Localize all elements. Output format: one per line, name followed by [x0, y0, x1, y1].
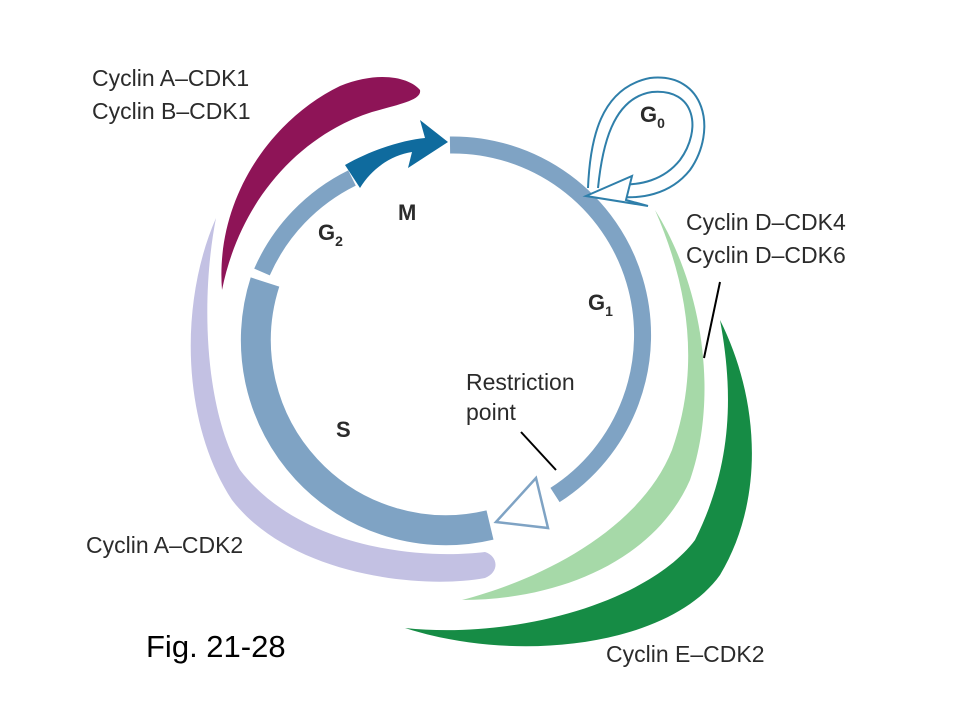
phase-g1-label: G1 [588, 290, 613, 319]
label-cyclin-d-cdk6: Cyclin D–CDK6 [686, 242, 846, 268]
cyclin-d-band [462, 210, 705, 600]
label-cyclin-b-cdk1: Cyclin B–CDK1 [92, 98, 251, 124]
phase-g0-label: G0 [640, 102, 665, 131]
g0-loop [582, 76, 706, 207]
g1-segment [449, 136, 652, 503]
label-cyclin-e-cdk2: Cyclin E–CDK2 [606, 641, 765, 667]
s-segment [240, 277, 494, 546]
label-cyclin-a-cdk2: Cyclin A–CDK2 [86, 532, 243, 558]
cell-cycle-ring [240, 136, 652, 546]
label-point: point [466, 399, 516, 425]
phase-g2-label: G2 [318, 220, 343, 249]
label-cyclin-d-cdk4: Cyclin D–CDK4 [686, 209, 846, 235]
label-cyclin-a-cdk1: Cyclin A–CDK1 [92, 65, 249, 91]
phase-s-label: S [336, 417, 351, 442]
g1-arrowhead [493, 475, 550, 530]
figure-caption: Fig. 21-28 [146, 629, 286, 664]
m-phase-arrow [345, 120, 448, 188]
restriction-point-pointer [520, 431, 557, 471]
cyclin-b-cdk1-band [221, 77, 421, 290]
phase-m-label: M [398, 200, 416, 225]
g0-loop-outline [587, 76, 706, 199]
g2-segment [254, 170, 356, 276]
g0-arrowhead [582, 174, 649, 207]
cyclin-d-pointer [703, 281, 721, 359]
g0-loop-inner [597, 90, 694, 189]
label-restriction: Restriction [466, 369, 575, 395]
